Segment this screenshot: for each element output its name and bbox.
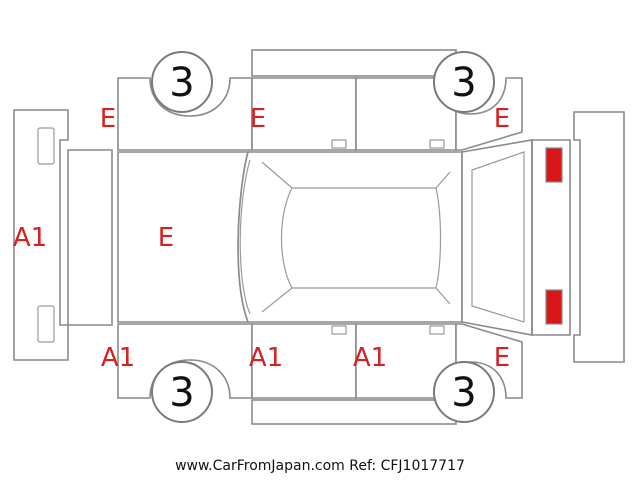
code-front-right-fender: A1 [101, 343, 135, 373]
rear-hatch [461, 139, 533, 336]
wheel-front-right: 3 [151, 361, 213, 423]
rear-lamp-top [545, 147, 563, 183]
code-front-bumper: A1 [13, 223, 47, 253]
wheel-rear-right-code: 3 [451, 370, 476, 416]
rear-lamp-housing [531, 139, 571, 336]
rear-bumper [573, 111, 625, 363]
code-hood: E [158, 223, 174, 253]
rear-lamp-bottom [545, 289, 563, 325]
wheel-front-right-code: 3 [169, 370, 194, 416]
wheel-rear-left: 3 [433, 51, 495, 113]
wheel-rear-left-code: 3 [451, 60, 476, 106]
wheel-rear-right: 3 [433, 361, 495, 423]
front-bumper [13, 109, 69, 361]
code-rear-left-quarter: E [494, 104, 510, 134]
code-front-left-fender: E [100, 104, 116, 134]
code-front-right-door: A1 [249, 343, 283, 373]
code-rear-right-quarter: E [494, 343, 510, 373]
right-side-panels [117, 323, 523, 425]
code-front-left-door: E [250, 104, 266, 134]
wheel-front-left-code: 3 [169, 60, 194, 106]
roof [237, 151, 471, 323]
hood [67, 149, 250, 326]
left-side-panels [117, 49, 523, 151]
footer-reference: www.CarFromJapan.com Ref: CFJ1017717 [175, 458, 465, 474]
wheel-front-left: 3 [151, 51, 213, 113]
code-rear-right-door: A1 [353, 343, 387, 373]
